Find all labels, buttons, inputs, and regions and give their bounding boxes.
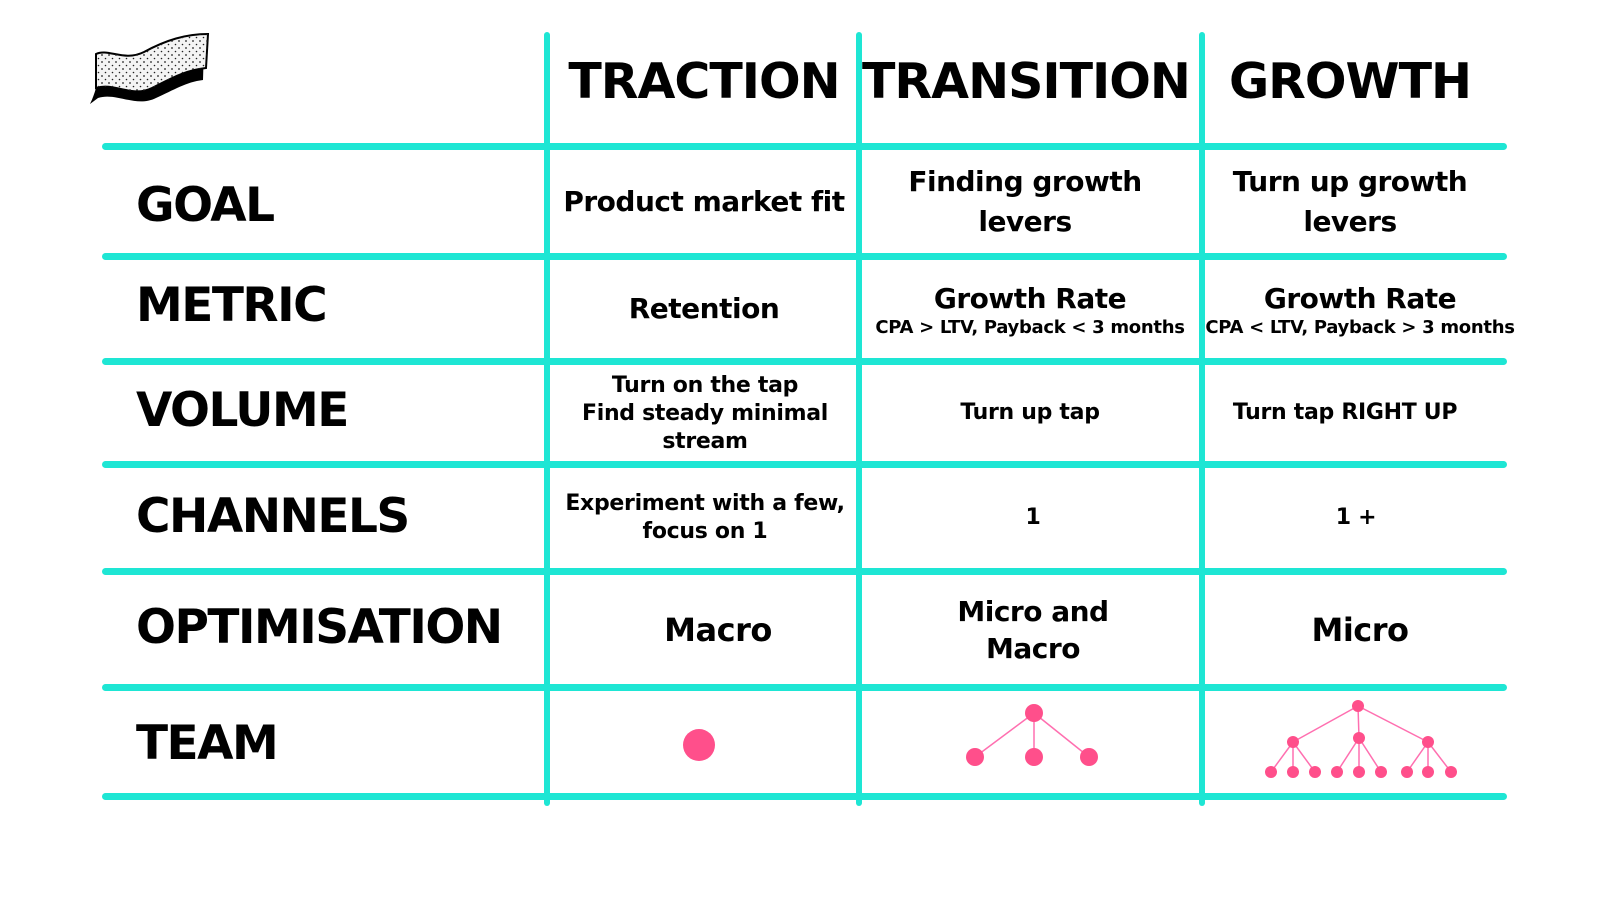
cell-volume-growth: Turn tap RIGHT UP [1205,365,1485,461]
cell-metric-traction: Retention [552,260,856,358]
cell-metric-transition: Growth Rate CPA > LTV, Payback < 3 month… [862,262,1198,358]
cell-goal-growth: Turn up growth levers [1215,150,1485,253]
cell-text: Turn up growth levers [1232,164,1468,238]
cell-volume-transition: Turn up tap [862,365,1198,461]
cell-optimisation-traction: Macro [570,575,866,684]
cell-text: Micro and Macro [957,594,1109,665]
cell-text: Growth Rate [1263,282,1457,315]
row-header-metric: METRIC [136,278,328,333]
one-level-tree-team-icon [966,704,1098,766]
cell-channels-traction: Experiment with a few, focus on 1 [565,468,845,568]
column-header-traction: TRACTION [568,53,840,110]
row-header-volume: VOLUME [136,383,349,438]
grid-line-h1 [102,143,1507,150]
grid-line-h5 [102,568,1507,575]
cell-text: Growth Rate [933,282,1127,315]
grid-line-h7 [102,793,1507,800]
column-header-transition: TRANSITION [862,53,1191,110]
cell-channels-growth: 1 + [1210,468,1502,568]
two-level-tree-team-icon [1265,700,1457,778]
grid-line-v2 [856,32,862,806]
single-node-team-icon [683,729,715,761]
cell-text: Turn up tap [960,400,1100,425]
grid-line-h2 [102,253,1507,260]
cell-text: Find steady minimal stream [581,401,829,454]
row-header-team: TEAM [136,716,279,771]
row-header-optimisation: OPTIMISATION [136,600,503,655]
cell-text: 1 [1025,505,1041,530]
cell-metric-growth: Growth Rate CPA < LTV, Payback > 3 month… [1205,262,1515,358]
flag-banner-icon [90,32,210,104]
cell-channels-transition: 1 [880,468,1186,568]
grid-line-h6 [102,684,1507,691]
cell-subtext: CPA > LTV, Payback < 3 months [875,317,1185,338]
grid-line-h4 [102,461,1507,468]
grid-line-h3 [102,358,1507,365]
cell-goal-transition: Finding growth levers [880,150,1170,253]
grid-line-v3 [1199,32,1205,806]
grid-line-v1 [544,32,550,806]
cell-text: 1 + [1335,505,1377,530]
cell-optimisation-transition: Micro and Macro [940,575,1126,684]
cell-text: Micro [1311,610,1409,649]
cell-volume-traction: Turn on the tap Find steady minimal stre… [580,367,830,461]
cell-text: Macro [664,610,772,649]
row-header-goal: GOAL [136,178,275,233]
cell-text: Experiment with a few, focus on 1 [565,491,845,544]
cell-subtext: CPA < LTV, Payback > 3 months [1205,317,1515,338]
cell-text: Finding growth levers [908,164,1142,238]
cell-text: Turn on the tap [611,373,799,398]
cell-goal-traction: Product market fit [552,150,856,253]
cell-text: Product market fit [563,184,845,218]
column-header-growth: GROWTH [1228,53,1472,110]
cell-text: Turn tap RIGHT UP [1232,400,1458,425]
row-header-channels: CHANNELS [136,489,410,544]
cell-optimisation-growth: Micro [1215,575,1505,684]
cell-text: Retention [628,292,780,325]
